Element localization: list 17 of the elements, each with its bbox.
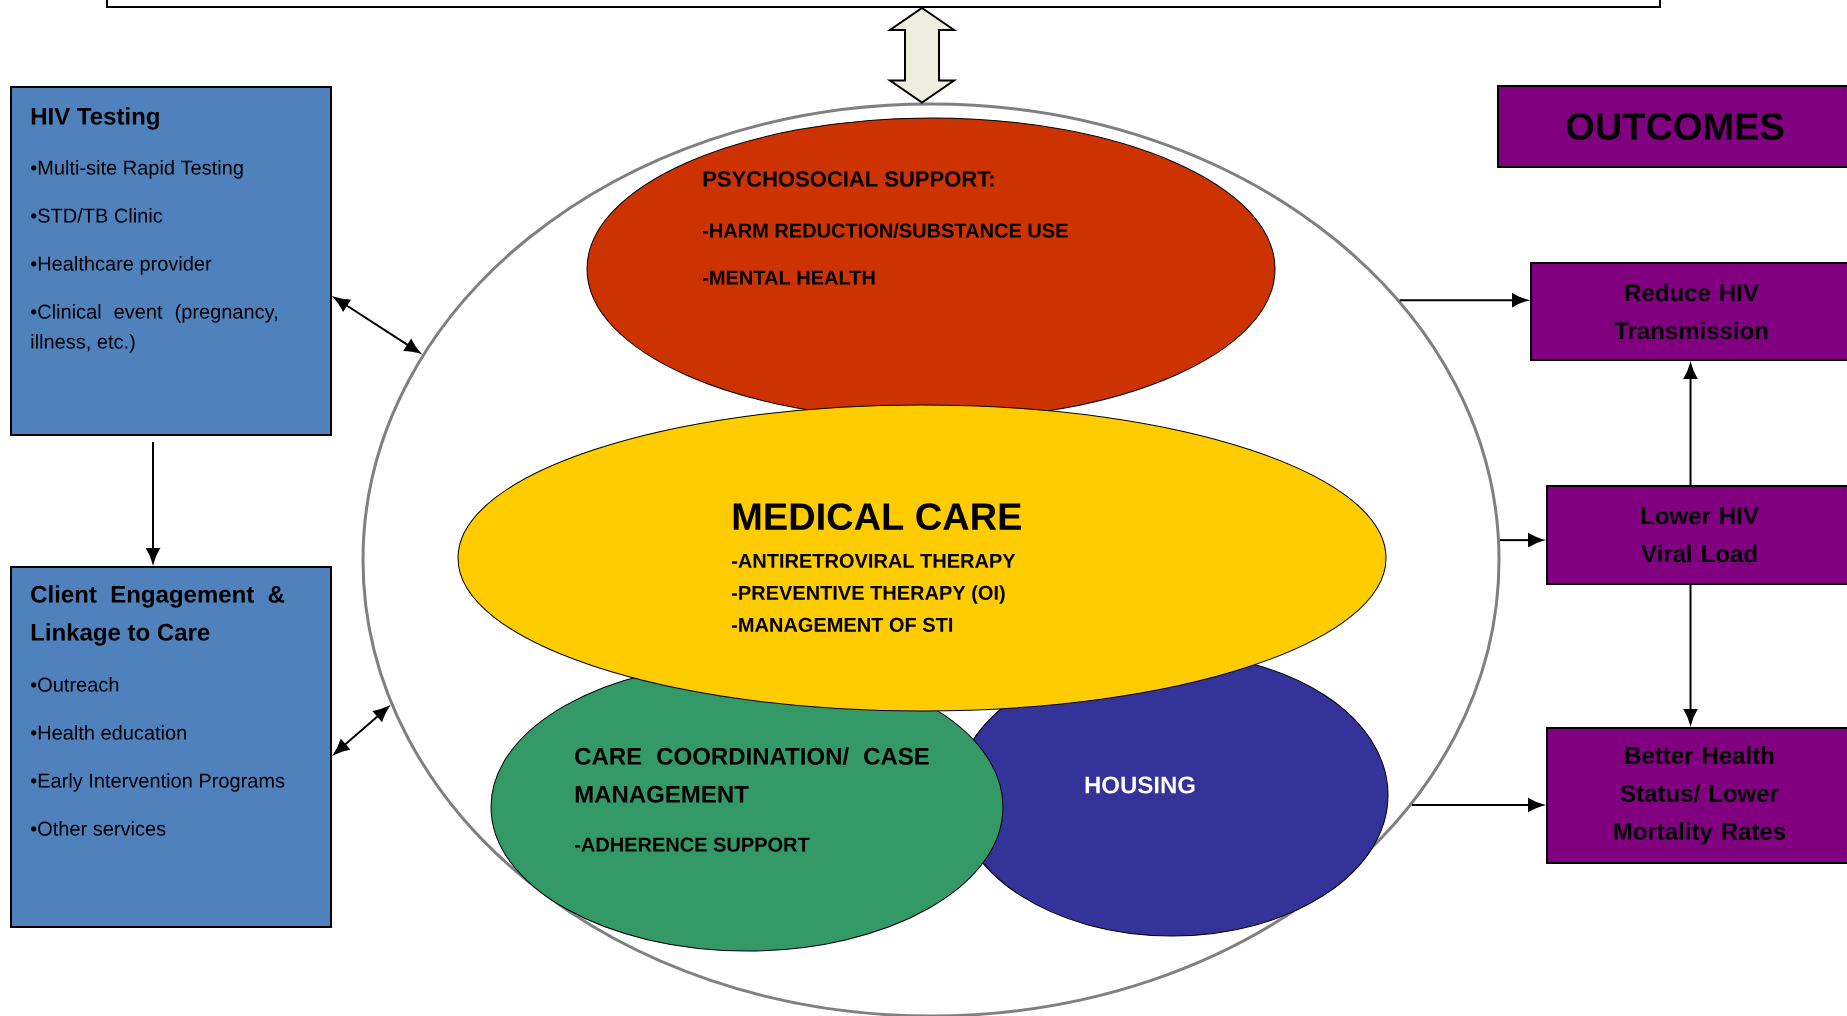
arrow (334, 297, 421, 354)
category-box: Client Engagement & Linkage to Care •Outreach •Health education •Early Intervention Programs •Other services (10, 566, 332, 928)
arrow (146, 441, 160, 564)
category-box: HIV Testing •Multi-site Rapid Testing •STD/TB Clinic •Healthcare provider •Clinical event (pregnancy, illness, etc.) (10, 86, 332, 436)
arrow (1498, 533, 1544, 547)
arrow (333, 706, 389, 755)
outcome-box: Reduce HIV Transmission (1530, 262, 1847, 361)
arrow (1683, 584, 1698, 725)
oval: MEDICAL CARE -ANTIRETROVIRAL THERAPY -PREVENTIVE THERAPY (OI) -MANAGEMENT OF STI (457, 404, 1387, 712)
heading-box: OUTCOMES (1497, 85, 1847, 168)
frame-box (106, 0, 1661, 8)
arrow (1683, 363, 1698, 486)
outcome-box: Lower HIV Viral Load (1546, 485, 1847, 585)
outcome-box: Better Health Status/ Lower Mortality Rates (1546, 727, 1847, 864)
arrow (1410, 798, 1544, 812)
oval: PSYCHOSOCIAL SUPPORT: -HARM REDUCTION/SUBSTANCE USE -MENTAL HEALTH (586, 117, 1276, 421)
arrow (1398, 293, 1528, 307)
